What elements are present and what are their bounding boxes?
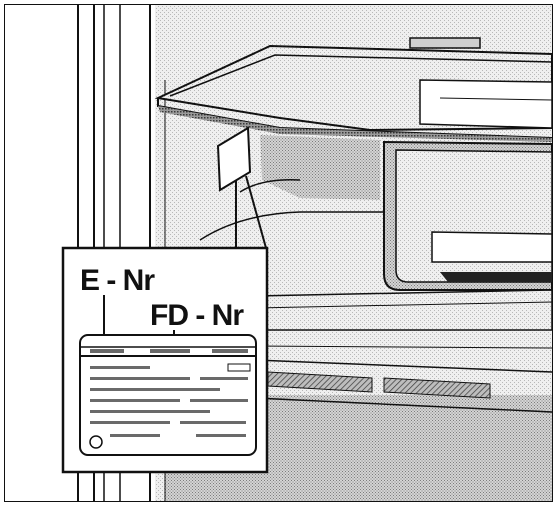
plate-certification-mark [90, 436, 102, 448]
fd-nr-label: FD - Nr [150, 299, 244, 332]
lower-shelf [255, 290, 552, 330]
e-nr-label: E - Nr [80, 264, 155, 297]
